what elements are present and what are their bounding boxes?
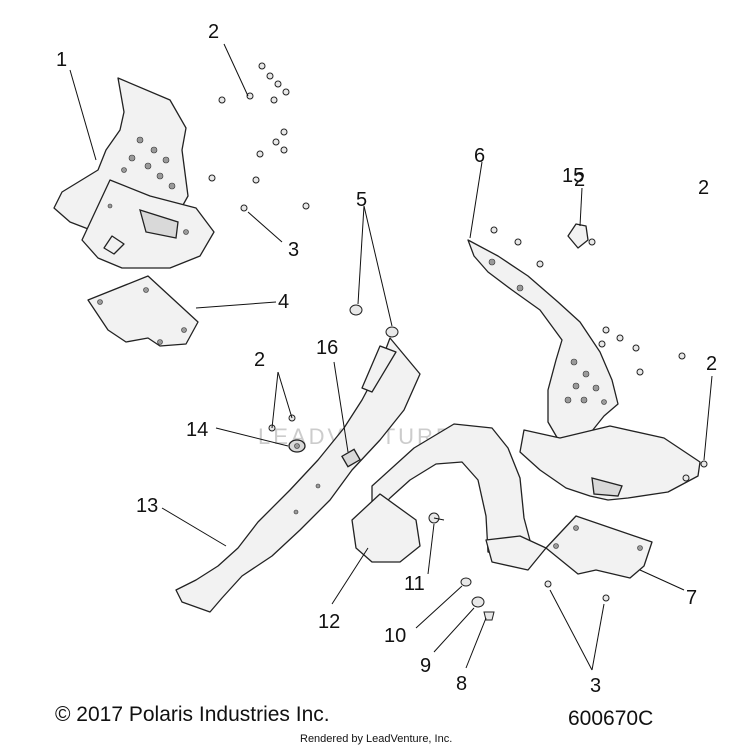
- copyright-text: © 2017 Polaris Industries Inc.: [55, 703, 330, 726]
- callout-6: 6: [474, 145, 485, 167]
- callout-7: 7: [686, 587, 697, 609]
- small-bolts: [208, 62, 708, 602]
- callout-5: 5: [356, 189, 367, 211]
- callout-3-bottom: 3: [590, 675, 601, 697]
- callout-2-right-a: 2: [574, 169, 585, 191]
- callout-1: 1: [56, 49, 67, 71]
- callout-2-right-b: 2: [698, 177, 709, 199]
- part-15-clamp: [567, 223, 589, 249]
- part-8-bolt: [483, 611, 495, 621]
- callout-4: 4: [278, 291, 289, 313]
- callout-9: 9: [420, 655, 431, 677]
- callout-11: 11: [404, 573, 425, 595]
- callout-12: 12: [318, 611, 340, 633]
- part-14-grommet: [288, 439, 306, 453]
- callout-8: 8: [456, 673, 467, 695]
- part-12-inner-fender: [351, 423, 547, 571]
- part-5-nuts: [349, 304, 399, 338]
- part-4-plate: [87, 275, 199, 347]
- part-9-washer: [471, 596, 485, 608]
- leader-lines: [69, 43, 713, 671]
- part-6-right-bracket: [467, 239, 701, 501]
- callout-2-right-c: 2: [706, 353, 717, 375]
- callout-14: 14: [186, 419, 208, 441]
- callout-numbers: 1 2 2 2 2 2 3 3 4 5 6 7 8 9 10 11 12 13 …: [56, 21, 717, 697]
- callout-10: 10: [384, 625, 406, 647]
- callout-16: 16: [316, 337, 338, 359]
- part-11-pin: [428, 512, 445, 524]
- callout-15: 15: [562, 165, 584, 187]
- part-7-plate: [545, 515, 653, 579]
- callout-2-center: 2: [254, 349, 265, 371]
- rendered-by-text: Rendered by LeadVenture, Inc.: [300, 733, 453, 745]
- part-1-left-bracket: [53, 77, 215, 269]
- callout-2-top: 2: [208, 21, 219, 43]
- callout-13: 13: [136, 495, 158, 517]
- drawing-id: 600670C: [568, 707, 654, 730]
- part-10-nut: [460, 577, 472, 587]
- callout-3-top: 3: [288, 239, 299, 261]
- part-13-fender-panel: [175, 337, 421, 613]
- hardware-8-9-10: [460, 577, 495, 621]
